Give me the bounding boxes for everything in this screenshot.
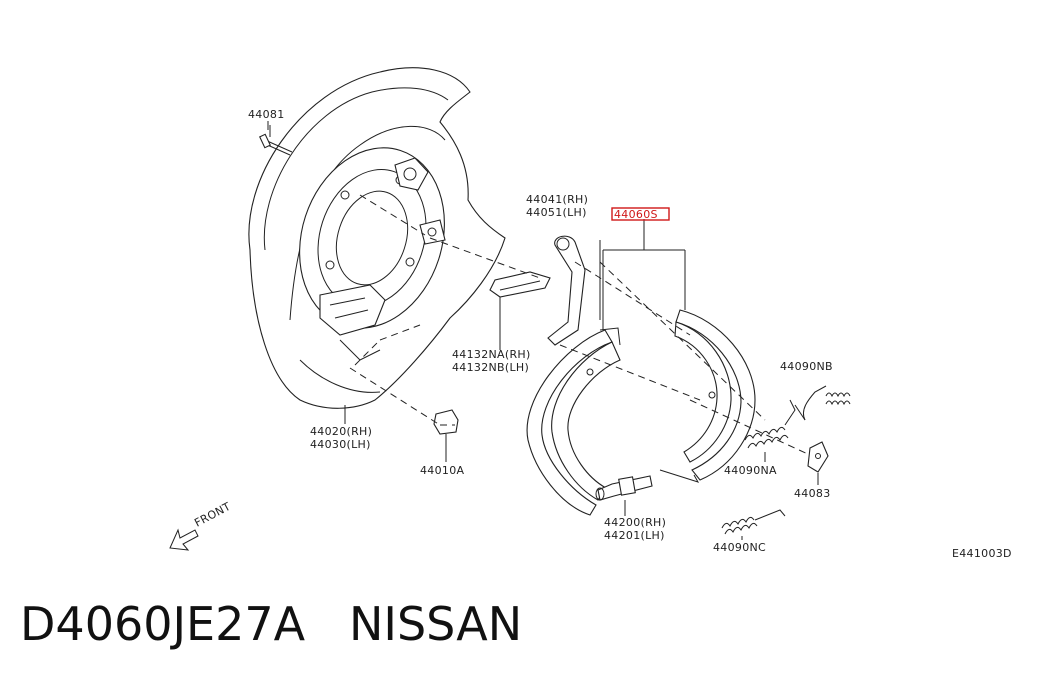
strut-44132 — [489, 271, 551, 350]
brake-shoe-left — [526, 327, 621, 516]
label-44090nc: 44090NC — [713, 541, 766, 554]
leader-lines — [267, 121, 819, 485]
label-44041: 44041(RH) — [526, 193, 588, 206]
label-44081: 44081 — [248, 108, 285, 121]
bolt-44081 — [259, 125, 293, 156]
shoe-set-bracket — [602, 219, 686, 330]
label-44132na: 44132NA(RH) — [452, 348, 531, 361]
assembly-lines — [349, 194, 811, 456]
front-arrow-icon — [169, 528, 199, 551]
spring-44090nc — [721, 509, 786, 540]
label-44090na: 44090NA — [724, 464, 777, 477]
retainer-44083 — [807, 441, 829, 473]
spring-44090nb — [794, 385, 851, 421]
label-44030: 44030(LH) — [310, 438, 371, 451]
spring-44090na — [744, 399, 796, 462]
label-44083: 44083 — [794, 487, 831, 500]
label-44020: 44020(RH) — [310, 425, 372, 438]
caption-brand: NISSAN — [349, 597, 523, 651]
backing-plate — [248, 67, 506, 409]
parking-lever — [547, 235, 601, 346]
figure-code: E441003D — [952, 547, 1012, 560]
label-44090nb: 44090NB — [780, 360, 833, 373]
label-44201: 44201(LH) — [604, 529, 665, 542]
parts-diagram: 44081 44041(RH) 44051(LH) 44060S 44132NA… — [169, 67, 1012, 560]
brake-shoe-right — [659, 309, 756, 483]
caption: D4060JE27A NISSAN — [20, 597, 522, 651]
highlight-box — [611, 207, 670, 221]
label-44051: 44051(LH) — [526, 206, 587, 219]
label-44060s[interactable]: 44060S — [614, 208, 658, 221]
label-front: FRONT — [192, 500, 233, 530]
caption-part-number: D4060JE27A — [20, 597, 306, 651]
adjuster-44200 — [595, 475, 653, 516]
label-44132nb: 44132NB(LH) — [452, 361, 529, 374]
label-44200: 44200(RH) — [604, 516, 666, 529]
label-44010a: 44010A — [420, 464, 464, 477]
